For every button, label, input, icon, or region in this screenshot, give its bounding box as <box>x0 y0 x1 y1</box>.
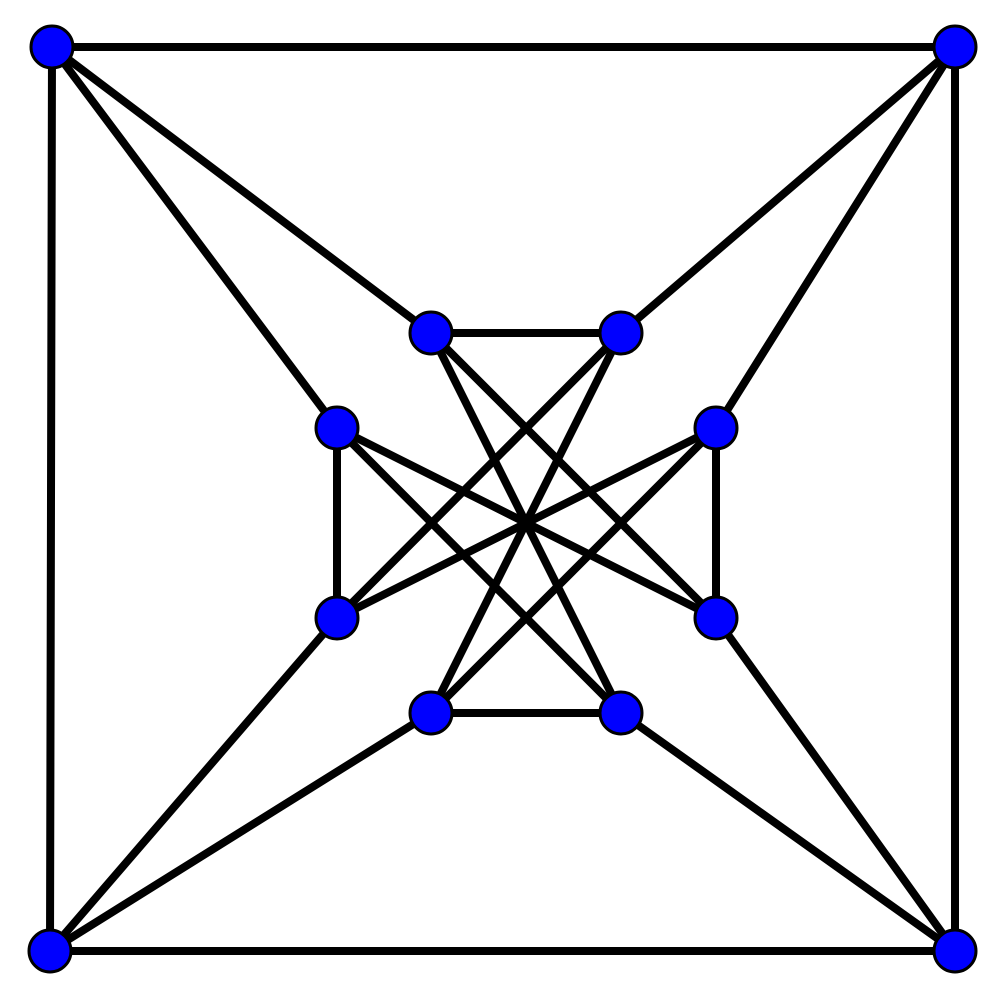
edge-corner-top-left--inner-left-top <box>48 43 341 432</box>
edge-corner-top-left--inner-top-left <box>48 43 435 337</box>
node-inner-top-right <box>598 310 644 356</box>
node-inner-top-left <box>408 310 454 356</box>
edge-inner-left-top--inner-bottom-right <box>333 424 625 717</box>
node-corner-top-left <box>29 24 75 70</box>
edge-inner-top-right--inner-left-bottom <box>333 329 625 622</box>
edge-corner-top-left--corner-bottom-left <box>46 43 56 955</box>
node-inner-bottom-right <box>598 690 644 736</box>
node-inner-left-top <box>314 405 360 451</box>
edge-corner-bottom-right--inner-right-bottom <box>712 614 959 955</box>
node-inner-right-bottom <box>693 595 739 641</box>
edge-corner-top-right--inner-right-top <box>712 43 959 432</box>
edge-corner-bottom-left--inner-bottom-left <box>46 709 435 955</box>
node-inner-right-top <box>693 405 739 451</box>
node-corner-bottom-right <box>932 928 978 974</box>
node-inner-left-bottom <box>314 595 360 641</box>
node-corner-bottom-left <box>27 928 73 974</box>
edge-inner-top-left--inner-right-bottom <box>427 329 720 622</box>
edge-inner-right-top--inner-bottom-left <box>427 424 720 717</box>
edge-inner-right-top--inner-left-bottom <box>333 424 720 622</box>
edge-corner-bottom-left--inner-left-bottom <box>46 614 341 955</box>
edges-layer <box>46 43 959 955</box>
node-corner-top-right <box>932 24 978 70</box>
nodes-layer <box>27 24 978 974</box>
edge-corner-bottom-right--inner-bottom-right <box>617 709 959 955</box>
node-inner-bottom-left <box>408 690 454 736</box>
edge-corner-top-right--inner-top-right <box>617 43 959 337</box>
